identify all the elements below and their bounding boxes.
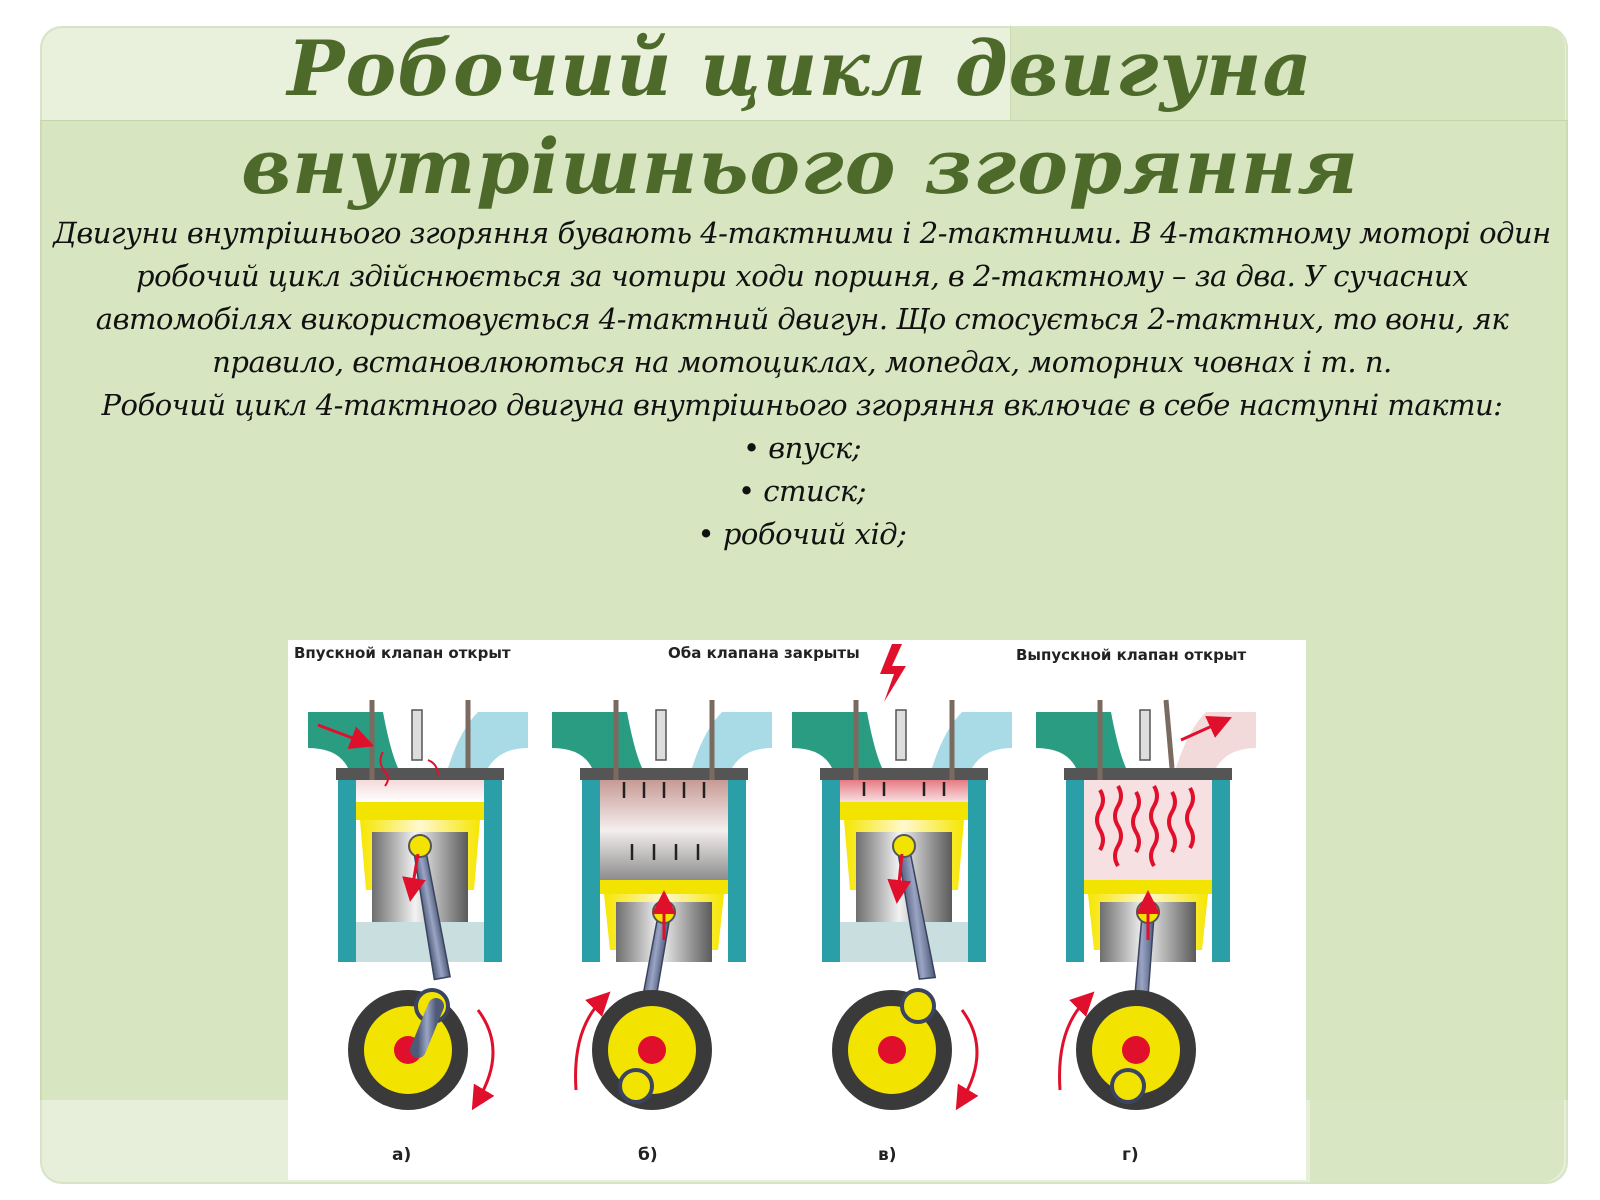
caption-d: г) (1122, 1145, 1139, 1165)
body-paragraph-2: Робочий цикл 4-тактного двигуна внутрішн… (101, 388, 1503, 422)
caption-b: б) (638, 1145, 658, 1165)
caption-c: в) (878, 1145, 897, 1165)
label-exhaust-open: Выпускной клапан открыт (1016, 646, 1246, 664)
label-both-closed: Оба клапана закрыты (668, 644, 860, 662)
title-line-2: внутрішнього згоряння (241, 122, 1359, 211)
engine-stroke-compression: б) (552, 700, 772, 1165)
footer-band-accent (1310, 1100, 1564, 1182)
caption-a: а) (392, 1145, 411, 1165)
slide-title: Робочий цикл двигуна внутрішнього згорян… (40, 20, 1560, 216)
slide-body: Двигуни внутрішнього згоряння бувають 4-… (52, 212, 1552, 556)
bullet-compression: • стиск; (737, 474, 867, 508)
bullet-power-stroke: • робочий хід; (697, 517, 907, 551)
bullet-intake: • впуск; (742, 431, 862, 465)
title-line-1: Робочий цикл двигуна (287, 24, 1313, 113)
engine-stroke-exhaust: г) (1036, 699, 1256, 1165)
engine-stroke-power: в) (792, 644, 1012, 1165)
engine-cycle-diagram: Впускной клапан открыт Оба клапана закры… (288, 640, 1306, 1180)
label-intake-open: Впускной клапан открыт (294, 644, 511, 662)
header-band-accent (1010, 26, 1565, 122)
body-paragraph-1: Двигуни внутрішнього згоряння бувають 4-… (53, 216, 1551, 379)
engine-stroke-intake: а) (308, 700, 528, 1165)
